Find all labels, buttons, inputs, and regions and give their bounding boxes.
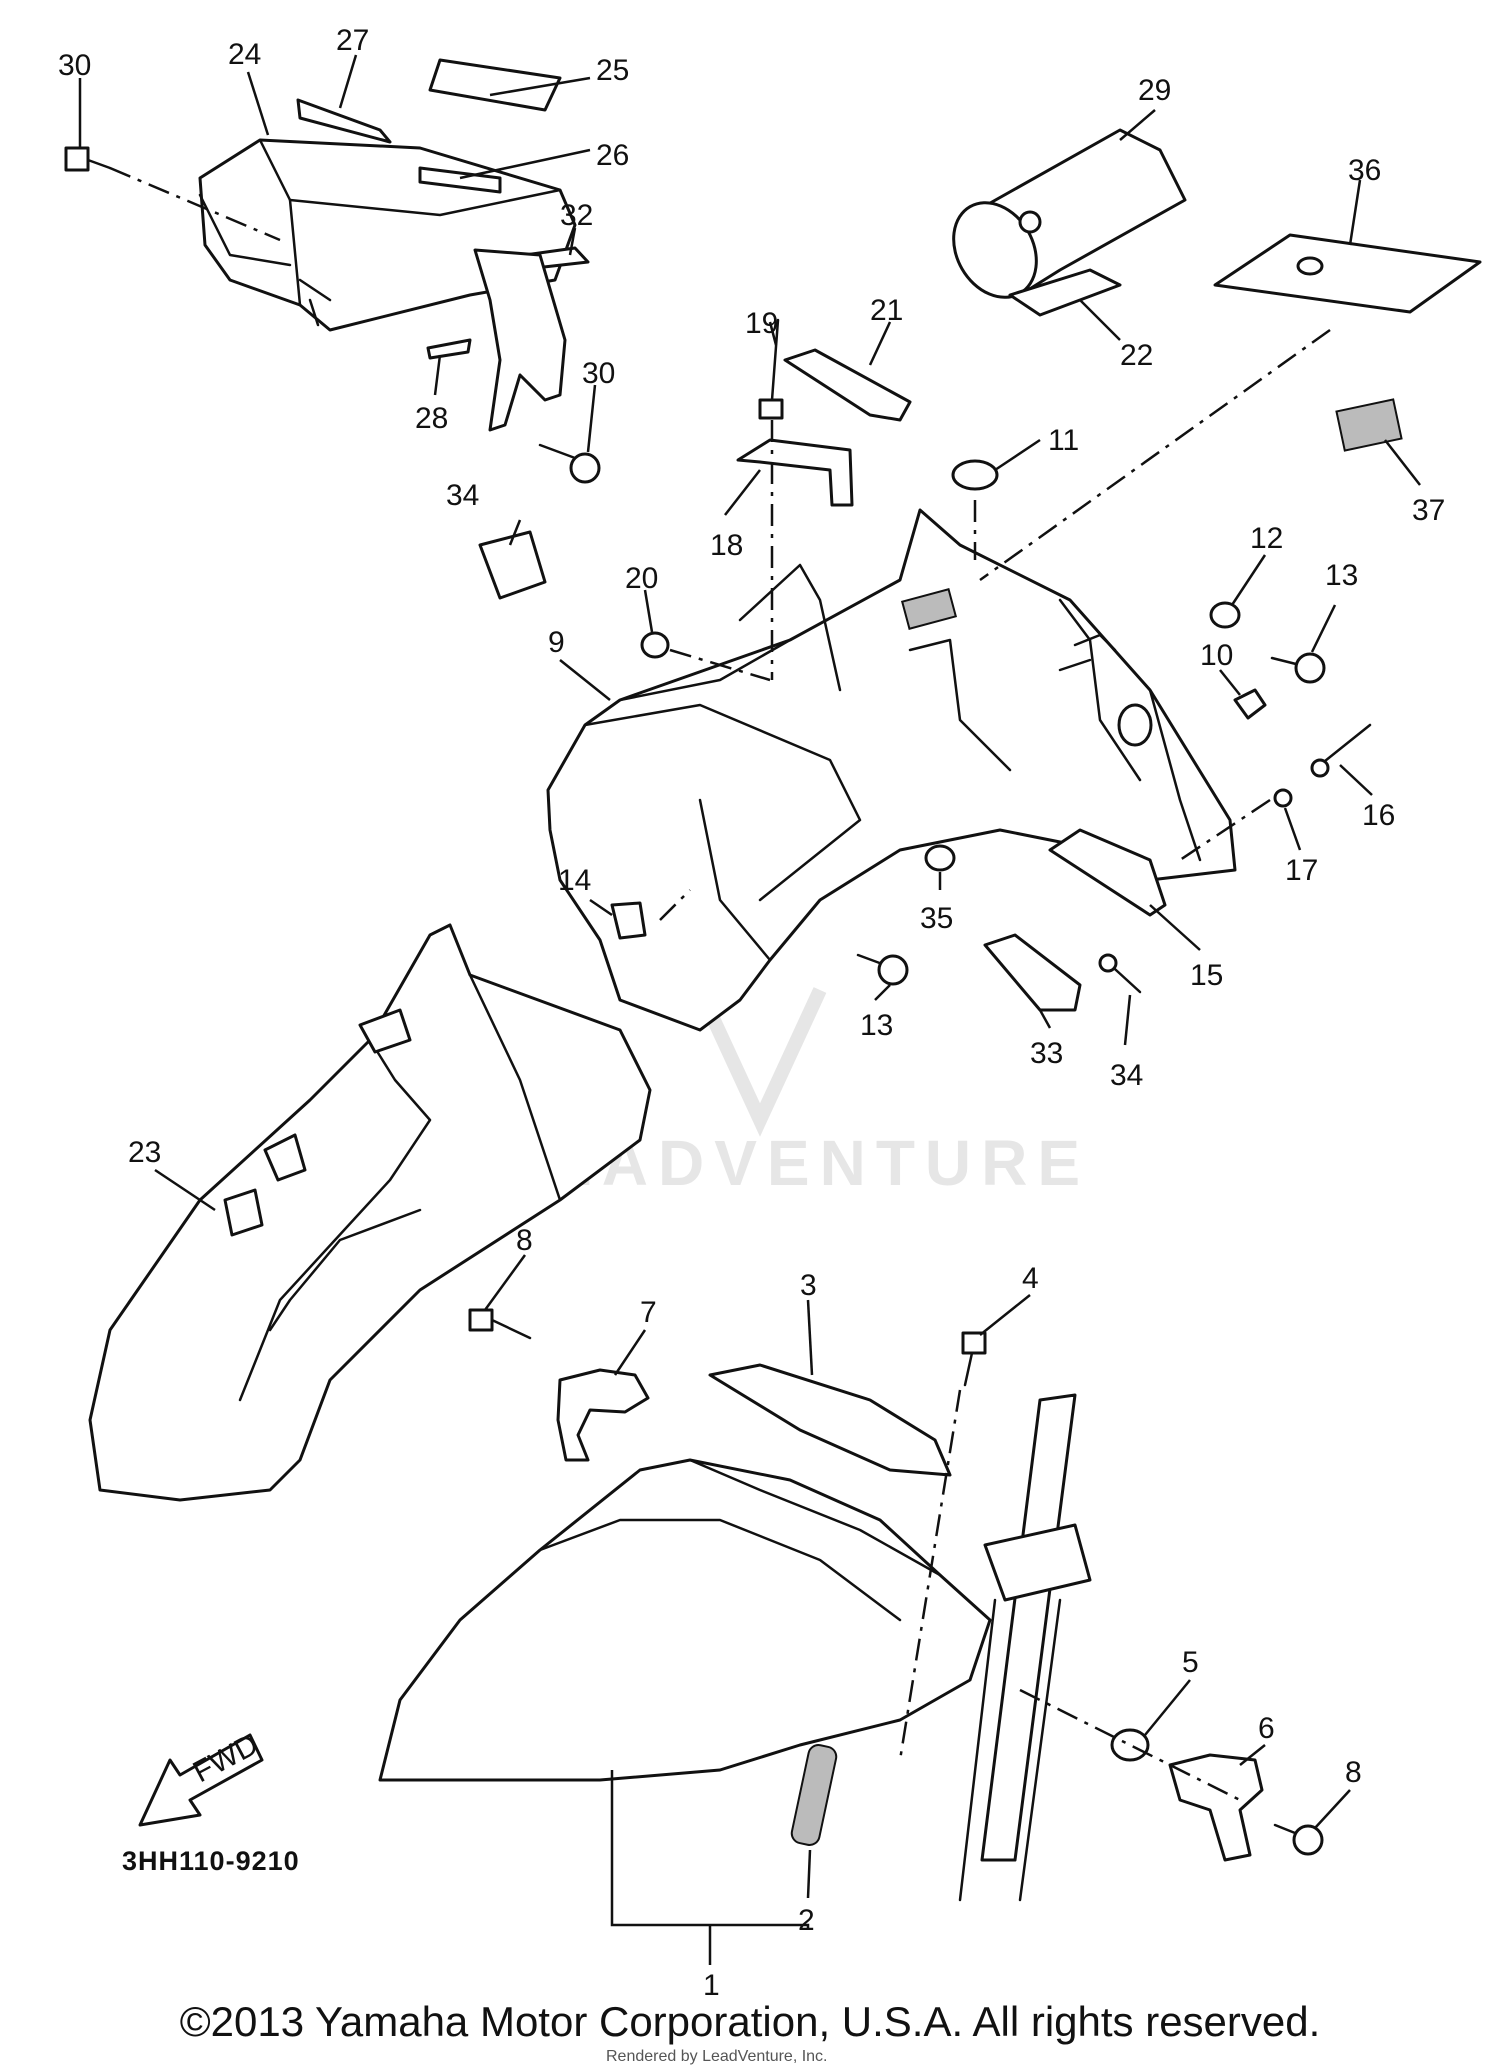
drawing-code: 3HH110-9210 bbox=[122, 1846, 300, 1876]
callout-33: 34 bbox=[446, 479, 479, 512]
part-4-bolt bbox=[961, 1331, 987, 1387]
callout-29: 29 bbox=[1138, 74, 1171, 107]
part-30-bolt-b bbox=[538, 443, 601, 484]
part-37 bbox=[1335, 398, 1403, 452]
callout-6: 6 bbox=[1258, 1712, 1275, 1745]
part-18-bracket bbox=[736, 438, 854, 507]
callout-14: 14 bbox=[558, 864, 591, 897]
callout-18: 18 bbox=[710, 529, 743, 562]
part-20-grommet bbox=[640, 631, 670, 659]
callout-8a: 8 bbox=[516, 1224, 533, 1257]
callouts: 30 24 27 25 26 32 28 30 29 36 22 37 21 1… bbox=[58, 24, 1445, 2002]
callout-9: 9 bbox=[548, 626, 565, 659]
part-25-decal bbox=[428, 58, 562, 112]
part-1-front-fender bbox=[378, 1458, 992, 1782]
front-fork bbox=[958, 1393, 1092, 1902]
part-24-bracket bbox=[473, 248, 567, 432]
part-21 bbox=[783, 348, 912, 422]
callout-37: 37 bbox=[1412, 494, 1445, 527]
callout-25: 25 bbox=[596, 54, 629, 87]
callout-20: 20 bbox=[625, 562, 658, 595]
callout-26: 26 bbox=[596, 139, 629, 172]
part-35-nut bbox=[924, 844, 956, 872]
fwd-arrow-icon: FWD bbox=[138, 1728, 264, 1827]
part-5-nut bbox=[1110, 1728, 1150, 1762]
part-8-bolt-b bbox=[1273, 1823, 1324, 1856]
part-30-bolt-a bbox=[64, 146, 112, 172]
callout-34: 34 bbox=[1110, 1059, 1143, 1092]
callout-5: 5 bbox=[1182, 1646, 1199, 1679]
callout-30a: 30 bbox=[58, 49, 91, 82]
part-14-clip bbox=[610, 901, 647, 940]
part-19-screw bbox=[758, 318, 784, 420]
callout-23: 23 bbox=[128, 1136, 161, 1169]
callout-19: 19 bbox=[745, 307, 778, 340]
leader-lines bbox=[78, 54, 1421, 1965]
part-7-bracket bbox=[556, 1368, 650, 1462]
callout-22: 22 bbox=[1120, 339, 1153, 372]
part-11-grommet bbox=[951, 459, 999, 491]
callout-15: 15 bbox=[1190, 959, 1223, 992]
part-16-pin bbox=[1310, 723, 1372, 778]
callout-16: 16 bbox=[1362, 799, 1395, 832]
part-32 bbox=[983, 933, 1082, 1012]
alignment-lines bbox=[109, 166, 1331, 1802]
part-6-bracket bbox=[1168, 1753, 1264, 1862]
part-13-bolt-a bbox=[856, 953, 909, 986]
callout-17: 17 bbox=[1285, 854, 1318, 887]
part-13-bolt-b bbox=[1270, 652, 1326, 684]
callout-31: 32 bbox=[560, 199, 593, 232]
part-3 bbox=[708, 1363, 952, 1477]
part-27 bbox=[296, 98, 392, 144]
callout-13a: 13 bbox=[860, 1009, 893, 1042]
part-9-rear-fender bbox=[546, 508, 1237, 1032]
callout-7: 7 bbox=[640, 1296, 657, 1329]
callout-4: 4 bbox=[1022, 1262, 1039, 1295]
callout-36: 36 bbox=[1348, 154, 1381, 187]
callout-11: 11 bbox=[1048, 424, 1079, 457]
callout-30b: 30 bbox=[582, 357, 615, 390]
part-15 bbox=[1048, 828, 1167, 917]
part-17-washer bbox=[1273, 788, 1293, 808]
part-36-plate bbox=[1213, 233, 1482, 314]
part-34-wire bbox=[1098, 953, 1142, 994]
callout-21: 21 bbox=[870, 294, 903, 327]
callout-24: 24 bbox=[228, 38, 261, 71]
part-22-pad bbox=[1008, 268, 1122, 317]
part-28 bbox=[426, 338, 472, 360]
part-12-nut bbox=[1209, 601, 1241, 629]
callout-35: 35 bbox=[920, 902, 953, 935]
callout-13b: 13 bbox=[1325, 559, 1358, 592]
callout-8b: 8 bbox=[1345, 1756, 1362, 1789]
callout-3: 3 bbox=[800, 1269, 817, 1302]
callout-2: 2 bbox=[798, 1904, 815, 1937]
callout-28: 28 bbox=[415, 402, 448, 435]
callout-27: 27 bbox=[336, 24, 369, 57]
callout-1: 1 bbox=[703, 1969, 720, 2002]
callout-10: 10 bbox=[1200, 639, 1233, 672]
part-10-nut bbox=[1233, 688, 1267, 720]
part-8-bolt-a bbox=[468, 1308, 532, 1340]
part-2-reflector bbox=[790, 1744, 838, 1846]
render-credit: Rendered by LeadVenture, Inc. bbox=[606, 2048, 828, 2065]
callout-12: 12 bbox=[1250, 522, 1283, 555]
callout-32: 33 bbox=[1030, 1037, 1063, 1070]
copyright-notice: ©2013 Yamaha Motor Corporation, U.S.A. A… bbox=[179, 1998, 1321, 2045]
